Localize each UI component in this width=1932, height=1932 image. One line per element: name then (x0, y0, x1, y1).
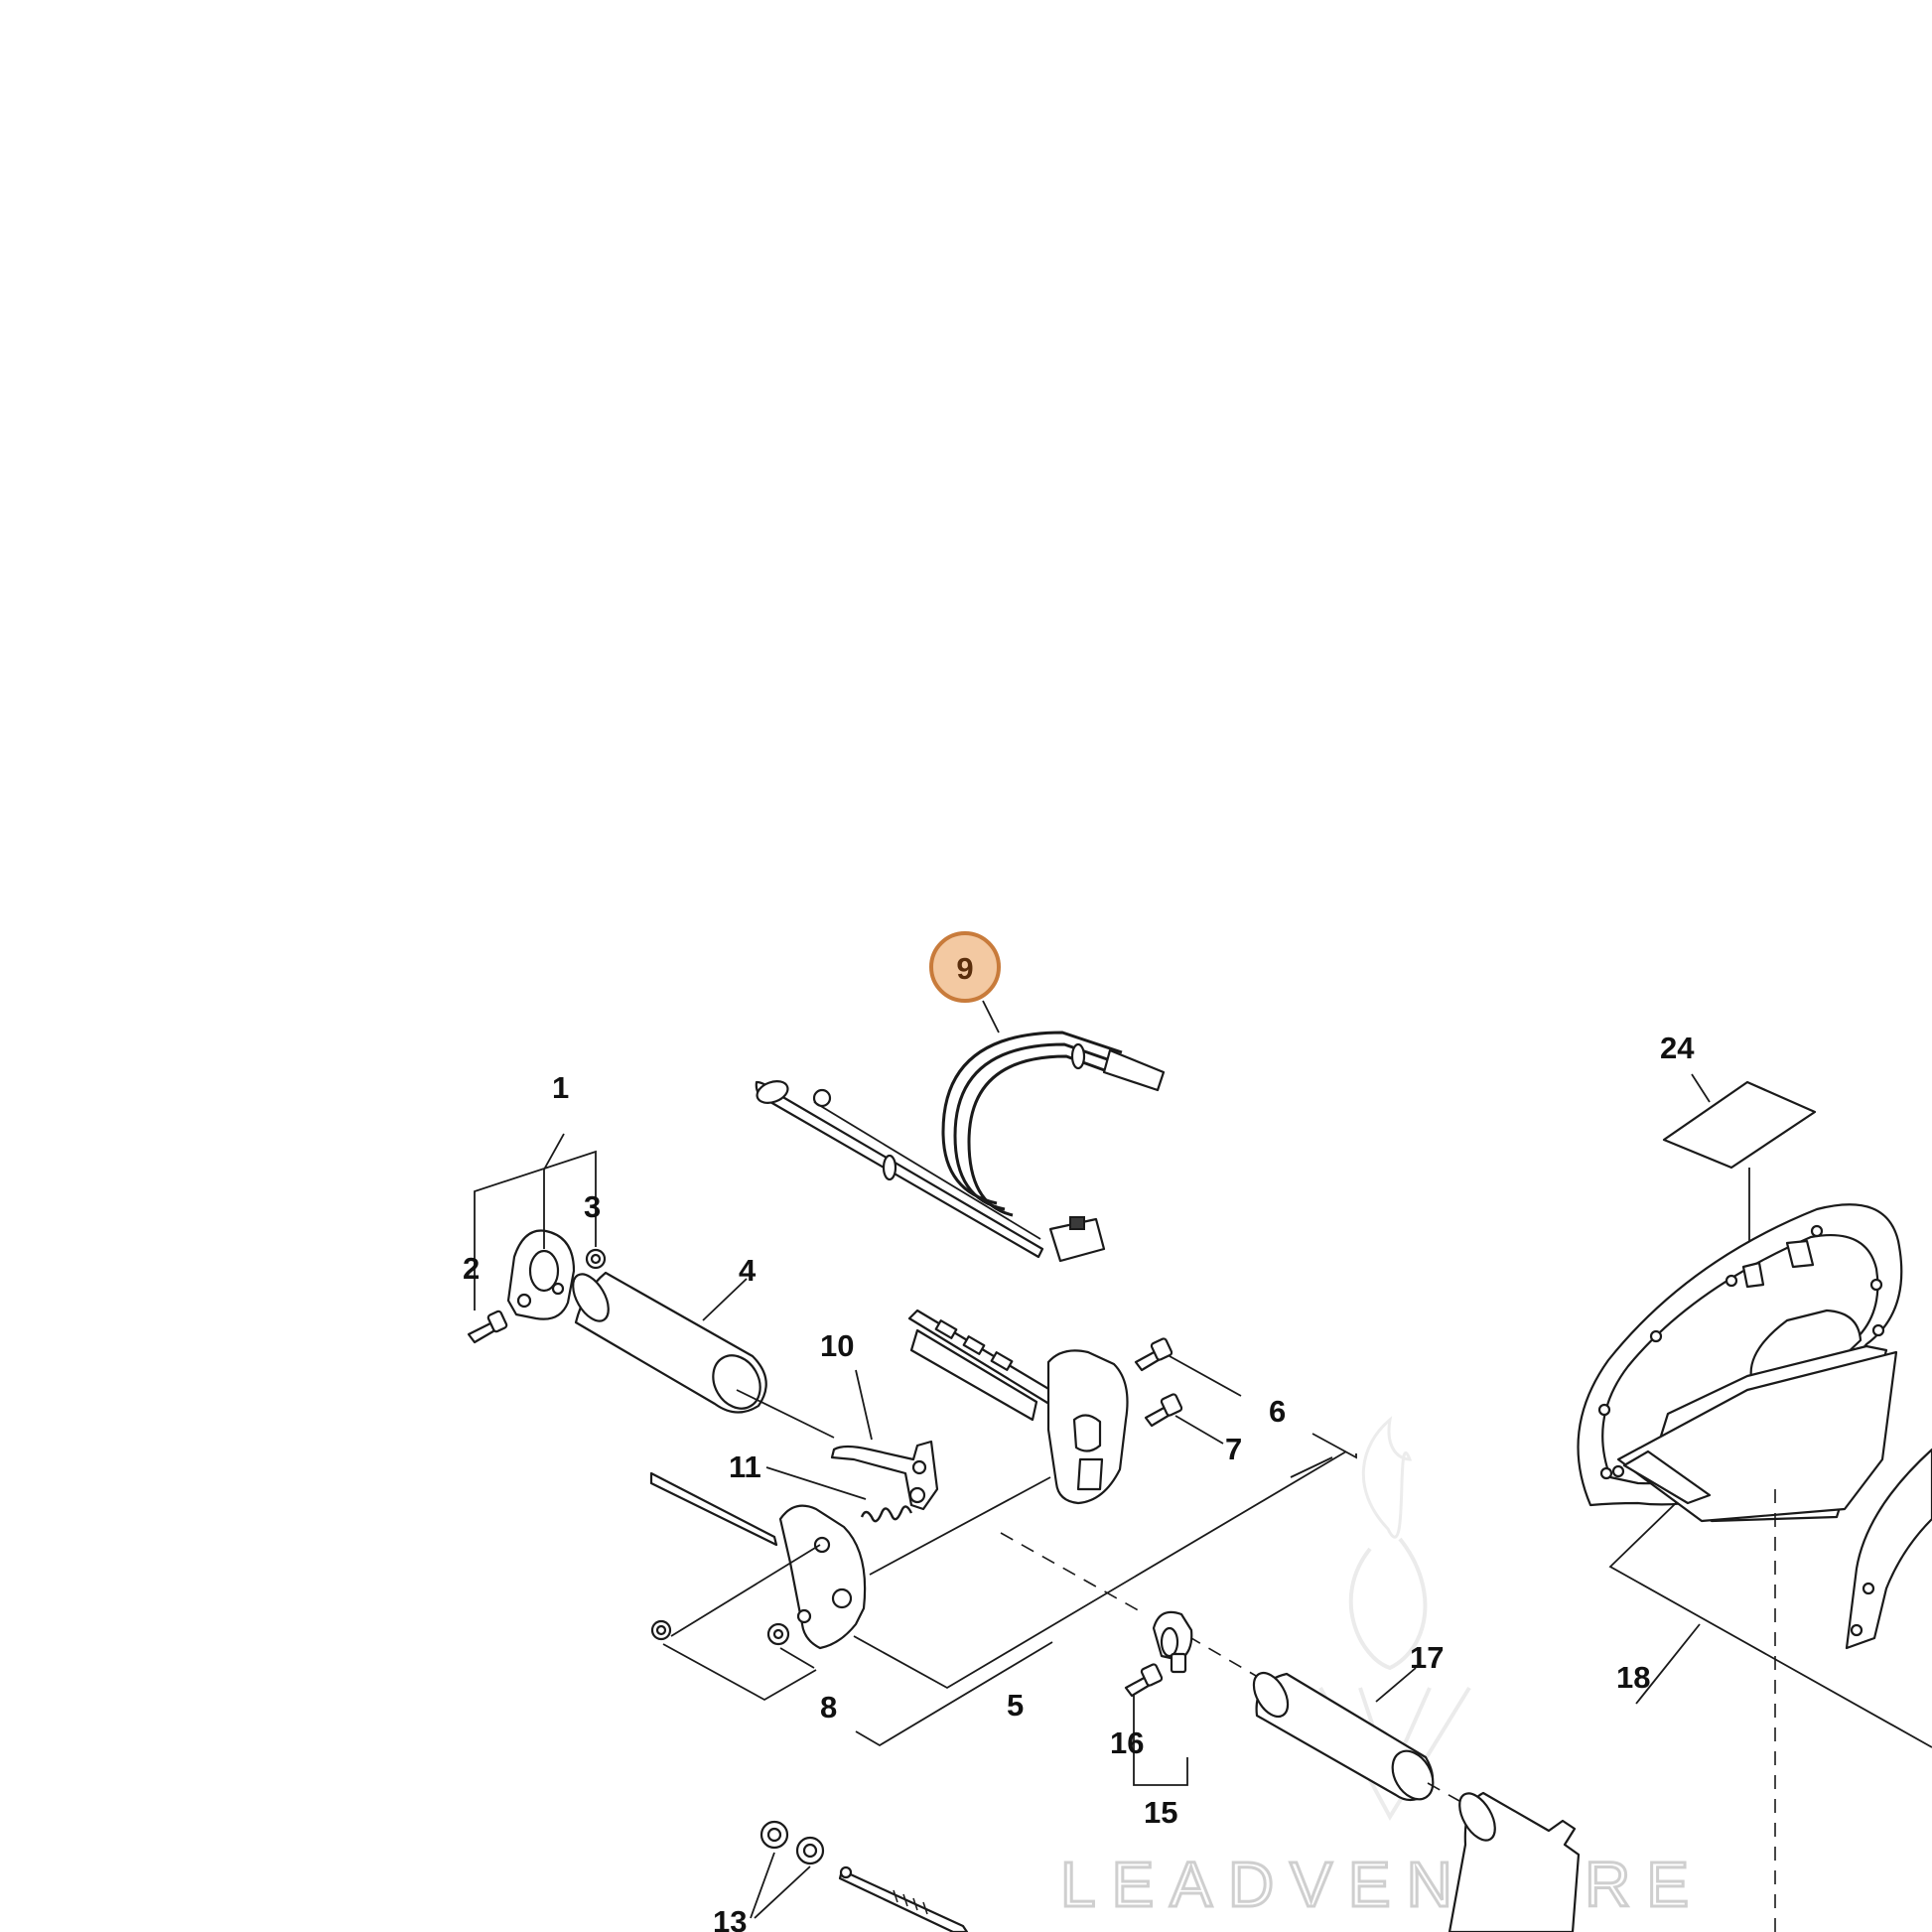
part-10-throttle-lever (830, 1440, 939, 1511)
callout-13: 13 (713, 1904, 747, 1932)
callout-11: 11 (729, 1449, 761, 1484)
callout-18: 18 (1616, 1660, 1650, 1695)
callout-1: 1 (552, 1070, 569, 1105)
part-1-bracket (506, 1229, 576, 1320)
highlight-circle (929, 931, 1001, 1003)
part-7-screw (1144, 1393, 1183, 1428)
callout-8: 8 (820, 1690, 837, 1725)
callout-5: 5 (1007, 1688, 1024, 1723)
callout-24: 24 (1660, 1031, 1695, 1065)
part-11-spring (860, 1505, 913, 1523)
callout-4: 4 (739, 1253, 757, 1288)
callout-9-highlighted[interactable]: 9 (929, 931, 1001, 1034)
part-cable (838, 1865, 969, 1932)
callout-10: 10 (820, 1328, 854, 1363)
part-13-nuts (759, 1820, 825, 1865)
part-15-clamp (1152, 1610, 1193, 1674)
part-9-wiring-harness (755, 1031, 1166, 1263)
watermark-text: LEADVENTURE (1060, 1849, 1705, 1920)
callout-6: 6 (1269, 1394, 1286, 1429)
part-6-screw (1134, 1337, 1173, 1372)
callout-9-label: 9 (956, 951, 973, 986)
part-18-housing (1577, 1203, 1903, 1523)
part-4-grip (572, 1271, 835, 1439)
part-handle-assembly (907, 1309, 1129, 1505)
part-2-screw (467, 1310, 508, 1344)
callout-17: 17 (1410, 1640, 1444, 1675)
callout-2: 2 (463, 1251, 480, 1286)
callout-7: 7 (1225, 1432, 1242, 1466)
part-shaft-tube (1448, 1791, 1581, 1932)
callout-3: 3 (584, 1189, 601, 1224)
part-8-nuts (650, 1619, 1053, 1747)
callout-16: 16 (1110, 1725, 1144, 1760)
part-3-nut (585, 1248, 607, 1270)
part-24-label (1662, 1080, 1817, 1170)
part-16-screw (1124, 1663, 1164, 1698)
callout-15: 15 (1144, 1795, 1177, 1830)
part-5-handle-half (649, 1450, 1347, 1690)
part-17-tube (1252, 1671, 1435, 1802)
